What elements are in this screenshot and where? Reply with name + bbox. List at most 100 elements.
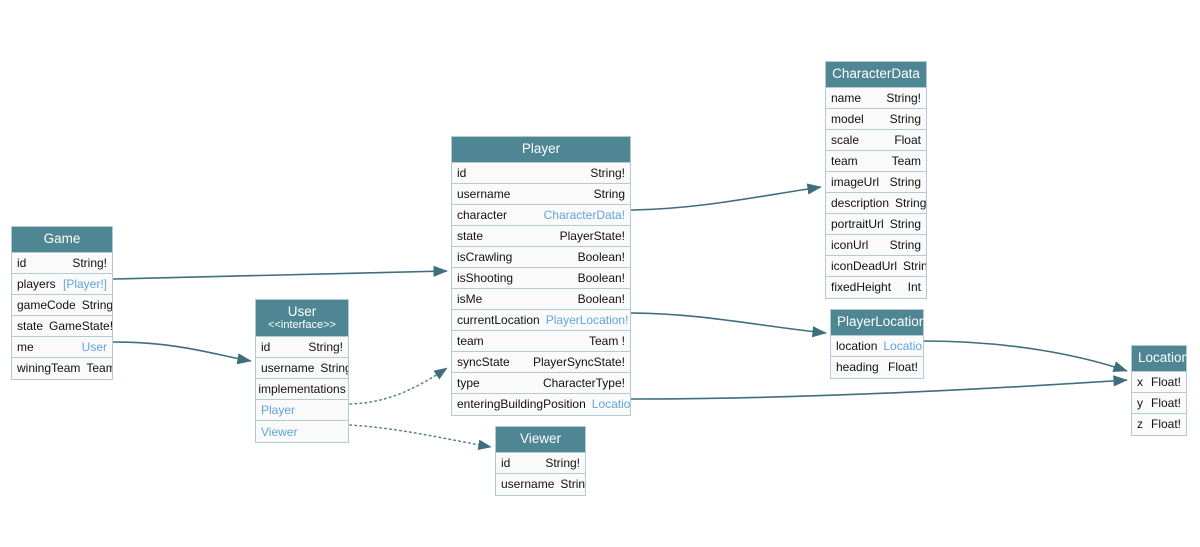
field-name: players <box>17 276 56 291</box>
field-type: GameState! <box>49 318 112 333</box>
field-type: String <box>889 237 921 252</box>
field-user-id[interactable]: id String! <box>256 337 348 359</box>
entity-characterdata-name: CharacterData <box>832 66 920 81</box>
entity-user[interactable]: User <<interface>> id String! username S… <box>255 299 349 444</box>
field-player-id[interactable]: id String! <box>452 162 630 184</box>
field-type[interactable]: User <box>81 339 107 354</box>
entity-game[interactable]: Game id String! players [Player!] gameCo… <box>11 226 113 380</box>
edge-game-players-to-player <box>112 265 448 280</box>
field-player-state[interactable]: state PlayerState! <box>452 225 630 247</box>
entity-game-name: Game <box>43 231 81 246</box>
field-characterdata-imageurl[interactable]: imageUrl String <box>826 171 926 193</box>
field-name: username <box>501 477 555 492</box>
field-player-enteringbuildingposition[interactable]: enteringBuildingPosition Location <box>452 393 630 415</box>
field-game-gamecode[interactable]: gameCode String! <box>12 294 112 316</box>
field-player-currentlocation[interactable]: currentLocation PlayerLocation! <box>452 309 630 331</box>
impl-user-player[interactable]: Player <box>256 400 348 422</box>
entity-user-stereotype: <<interface>> <box>268 318 336 331</box>
field-name: syncState <box>457 354 510 369</box>
field-game-id[interactable]: id String! <box>12 252 112 274</box>
entity-player[interactable]: Player id String! username String charac… <box>451 136 631 416</box>
field-location-x[interactable]: x Float! <box>1132 371 1186 393</box>
impl-name: Player <box>261 403 296 418</box>
field-name: fixedHeight <box>831 280 892 295</box>
field-type[interactable]: CharacterData! <box>543 207 625 222</box>
field-characterdata-description[interactable]: description String <box>826 192 926 214</box>
entity-playerlocation-title: PlayerLocation <box>831 310 926 336</box>
field-name: username <box>261 361 315 376</box>
entity-game-title: Game <box>12 227 112 253</box>
field-name: x <box>1137 374 1143 389</box>
entity-viewer[interactable]: Viewer id String! username String <box>495 426 586 496</box>
field-type[interactable]: Location! <box>883 338 923 353</box>
entity-viewer-title: Viewer <box>496 427 585 453</box>
field-type[interactable]: [Player!] <box>62 276 107 291</box>
edge-player-currentlocation-to-playerlocation <box>630 312 827 338</box>
edge-player-enteringbuildingposition-to-location <box>630 375 1128 400</box>
field-player-isshooting[interactable]: isShooting Boolean! <box>452 267 630 289</box>
field-player-iscrawling[interactable]: isCrawling Boolean! <box>452 246 630 268</box>
field-name: state <box>17 318 44 333</box>
field-type[interactable]: PlayerLocation! <box>545 312 629 327</box>
field-name: winingTeam <box>17 361 81 376</box>
field-type: Float! <box>1150 417 1181 432</box>
field-player-character[interactable]: character CharacterData! <box>452 204 630 226</box>
field-name: type <box>457 375 480 390</box>
field-name: currentLocation <box>457 312 540 327</box>
field-type: Float! <box>1150 374 1181 389</box>
field-type: Boolean! <box>577 249 625 264</box>
field-type: String <box>320 361 348 376</box>
field-type[interactable]: Location <box>591 397 630 412</box>
field-viewer-username[interactable]: username String <box>496 473 585 495</box>
field-player-isme[interactable]: isMe Boolean! <box>452 288 630 310</box>
field-characterdata-fixedheight[interactable]: fixedHeight Int <box>826 276 926 298</box>
field-name: character <box>457 207 508 222</box>
field-name: name <box>831 90 862 105</box>
field-game-players[interactable]: players [Player!] <box>12 273 112 295</box>
field-name: id <box>261 340 271 355</box>
entity-playerlocation[interactable]: PlayerLocation location Location! headin… <box>830 309 926 379</box>
field-player-username[interactable]: username String <box>452 183 630 205</box>
field-playerlocation-location[interactable]: location Location! <box>831 335 923 357</box>
field-viewer-id[interactable]: id String! <box>496 452 585 474</box>
field-type: Boolean! <box>577 291 625 306</box>
field-player-syncstate[interactable]: syncState PlayerSyncState! <box>452 351 630 373</box>
field-name: y <box>1137 395 1143 410</box>
entity-location[interactable]: Location x Float! y Float! z Float! <box>1131 345 1189 436</box>
field-type: String <box>560 477 585 492</box>
field-name: z <box>1137 417 1143 432</box>
field-player-type[interactable]: type CharacterType! <box>452 372 630 394</box>
field-name: isShooting <box>457 270 514 285</box>
edge-user-impl-viewer <box>349 424 492 451</box>
field-type: Float! <box>1150 395 1181 410</box>
field-characterdata-team[interactable]: team Team <box>826 150 926 172</box>
field-type: Boolean! <box>577 270 625 285</box>
field-location-z[interactable]: z Float! <box>1132 413 1186 435</box>
field-game-winingteam[interactable]: winingTeam Team <box>12 357 112 379</box>
field-location-y[interactable]: y Float! <box>1132 392 1186 414</box>
field-characterdata-portraiturl[interactable]: portraitUrl String <box>826 213 926 235</box>
field-user-username[interactable]: username String <box>256 358 348 380</box>
field-type: PlayerSyncState! <box>532 354 625 369</box>
field-characterdata-model[interactable]: model String <box>826 108 926 130</box>
field-characterdata-iconurl[interactable]: iconUrl String <box>826 234 926 256</box>
impl-user-viewer[interactable]: Viewer <box>256 421 348 443</box>
field-characterdata-scale[interactable]: scale Float <box>826 129 926 151</box>
field-playerlocation-heading[interactable]: heading Float! <box>831 356 923 378</box>
field-characterdata-name[interactable]: name String! <box>826 87 926 109</box>
field-type: Float! <box>887 360 918 375</box>
field-characterdata-icondeadurl[interactable]: iconDeadUrl String <box>826 255 926 277</box>
field-type: String! <box>308 340 343 355</box>
field-type: String! <box>886 90 921 105</box>
entity-characterdata[interactable]: CharacterData name String! model String … <box>825 61 927 299</box>
field-player-team[interactable]: team Team ! <box>452 330 630 352</box>
field-type: Float <box>894 132 921 147</box>
field-game-state[interactable]: state GameState! <box>12 315 112 337</box>
field-type: String! <box>72 255 107 270</box>
entity-player-title: Player <box>452 137 630 163</box>
field-game-me[interactable]: me User <box>12 336 112 358</box>
field-name: username <box>457 186 511 201</box>
field-name: id <box>17 255 27 270</box>
field-name: me <box>17 339 34 354</box>
